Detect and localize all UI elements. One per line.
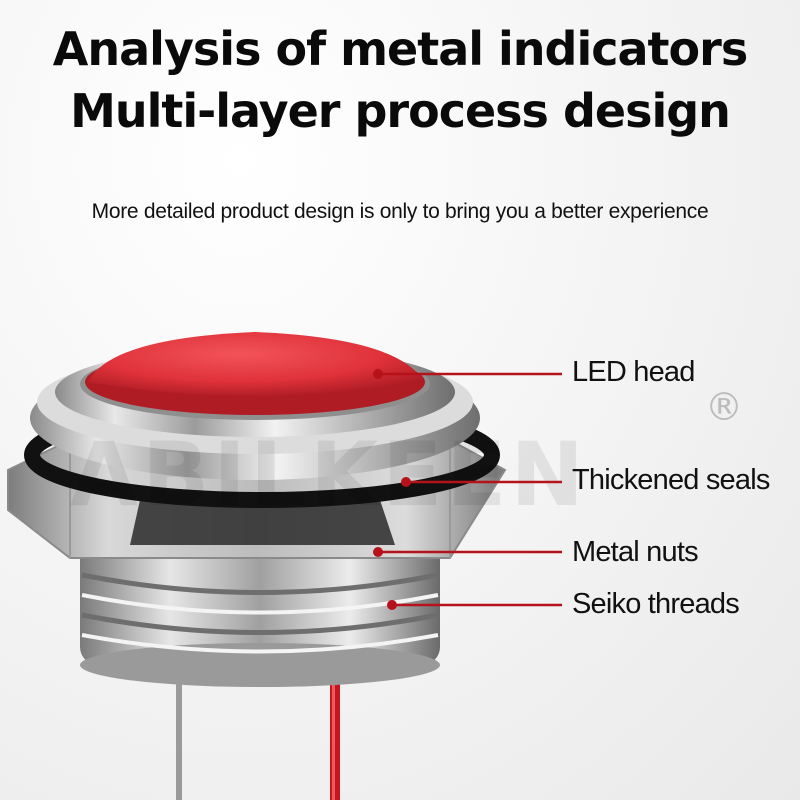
callout-nuts — [373, 547, 562, 557]
callout-threads — [387, 600, 562, 610]
registered-mark: ® — [705, 385, 743, 429]
callout-led — [373, 369, 562, 379]
title-line-2: Multi-layer process design — [70, 84, 731, 138]
subtitle: More detailed product design is only to … — [91, 200, 709, 223]
led-dome — [85, 332, 425, 415]
label-metal-nuts: Metal nuts — [572, 536, 699, 568]
wire-silver — [176, 660, 182, 800]
callout-seals — [401, 477, 562, 487]
label-led-head: LED head — [572, 356, 695, 388]
threads-body — [80, 540, 440, 687]
watermark-text: ABILKEEN — [70, 423, 588, 526]
title-line-1: Analysis of metal indicators — [52, 22, 748, 76]
label-thickened-seals: Thickened seals — [572, 464, 770, 496]
label-seiko-threads: Seiko threads — [572, 588, 740, 620]
